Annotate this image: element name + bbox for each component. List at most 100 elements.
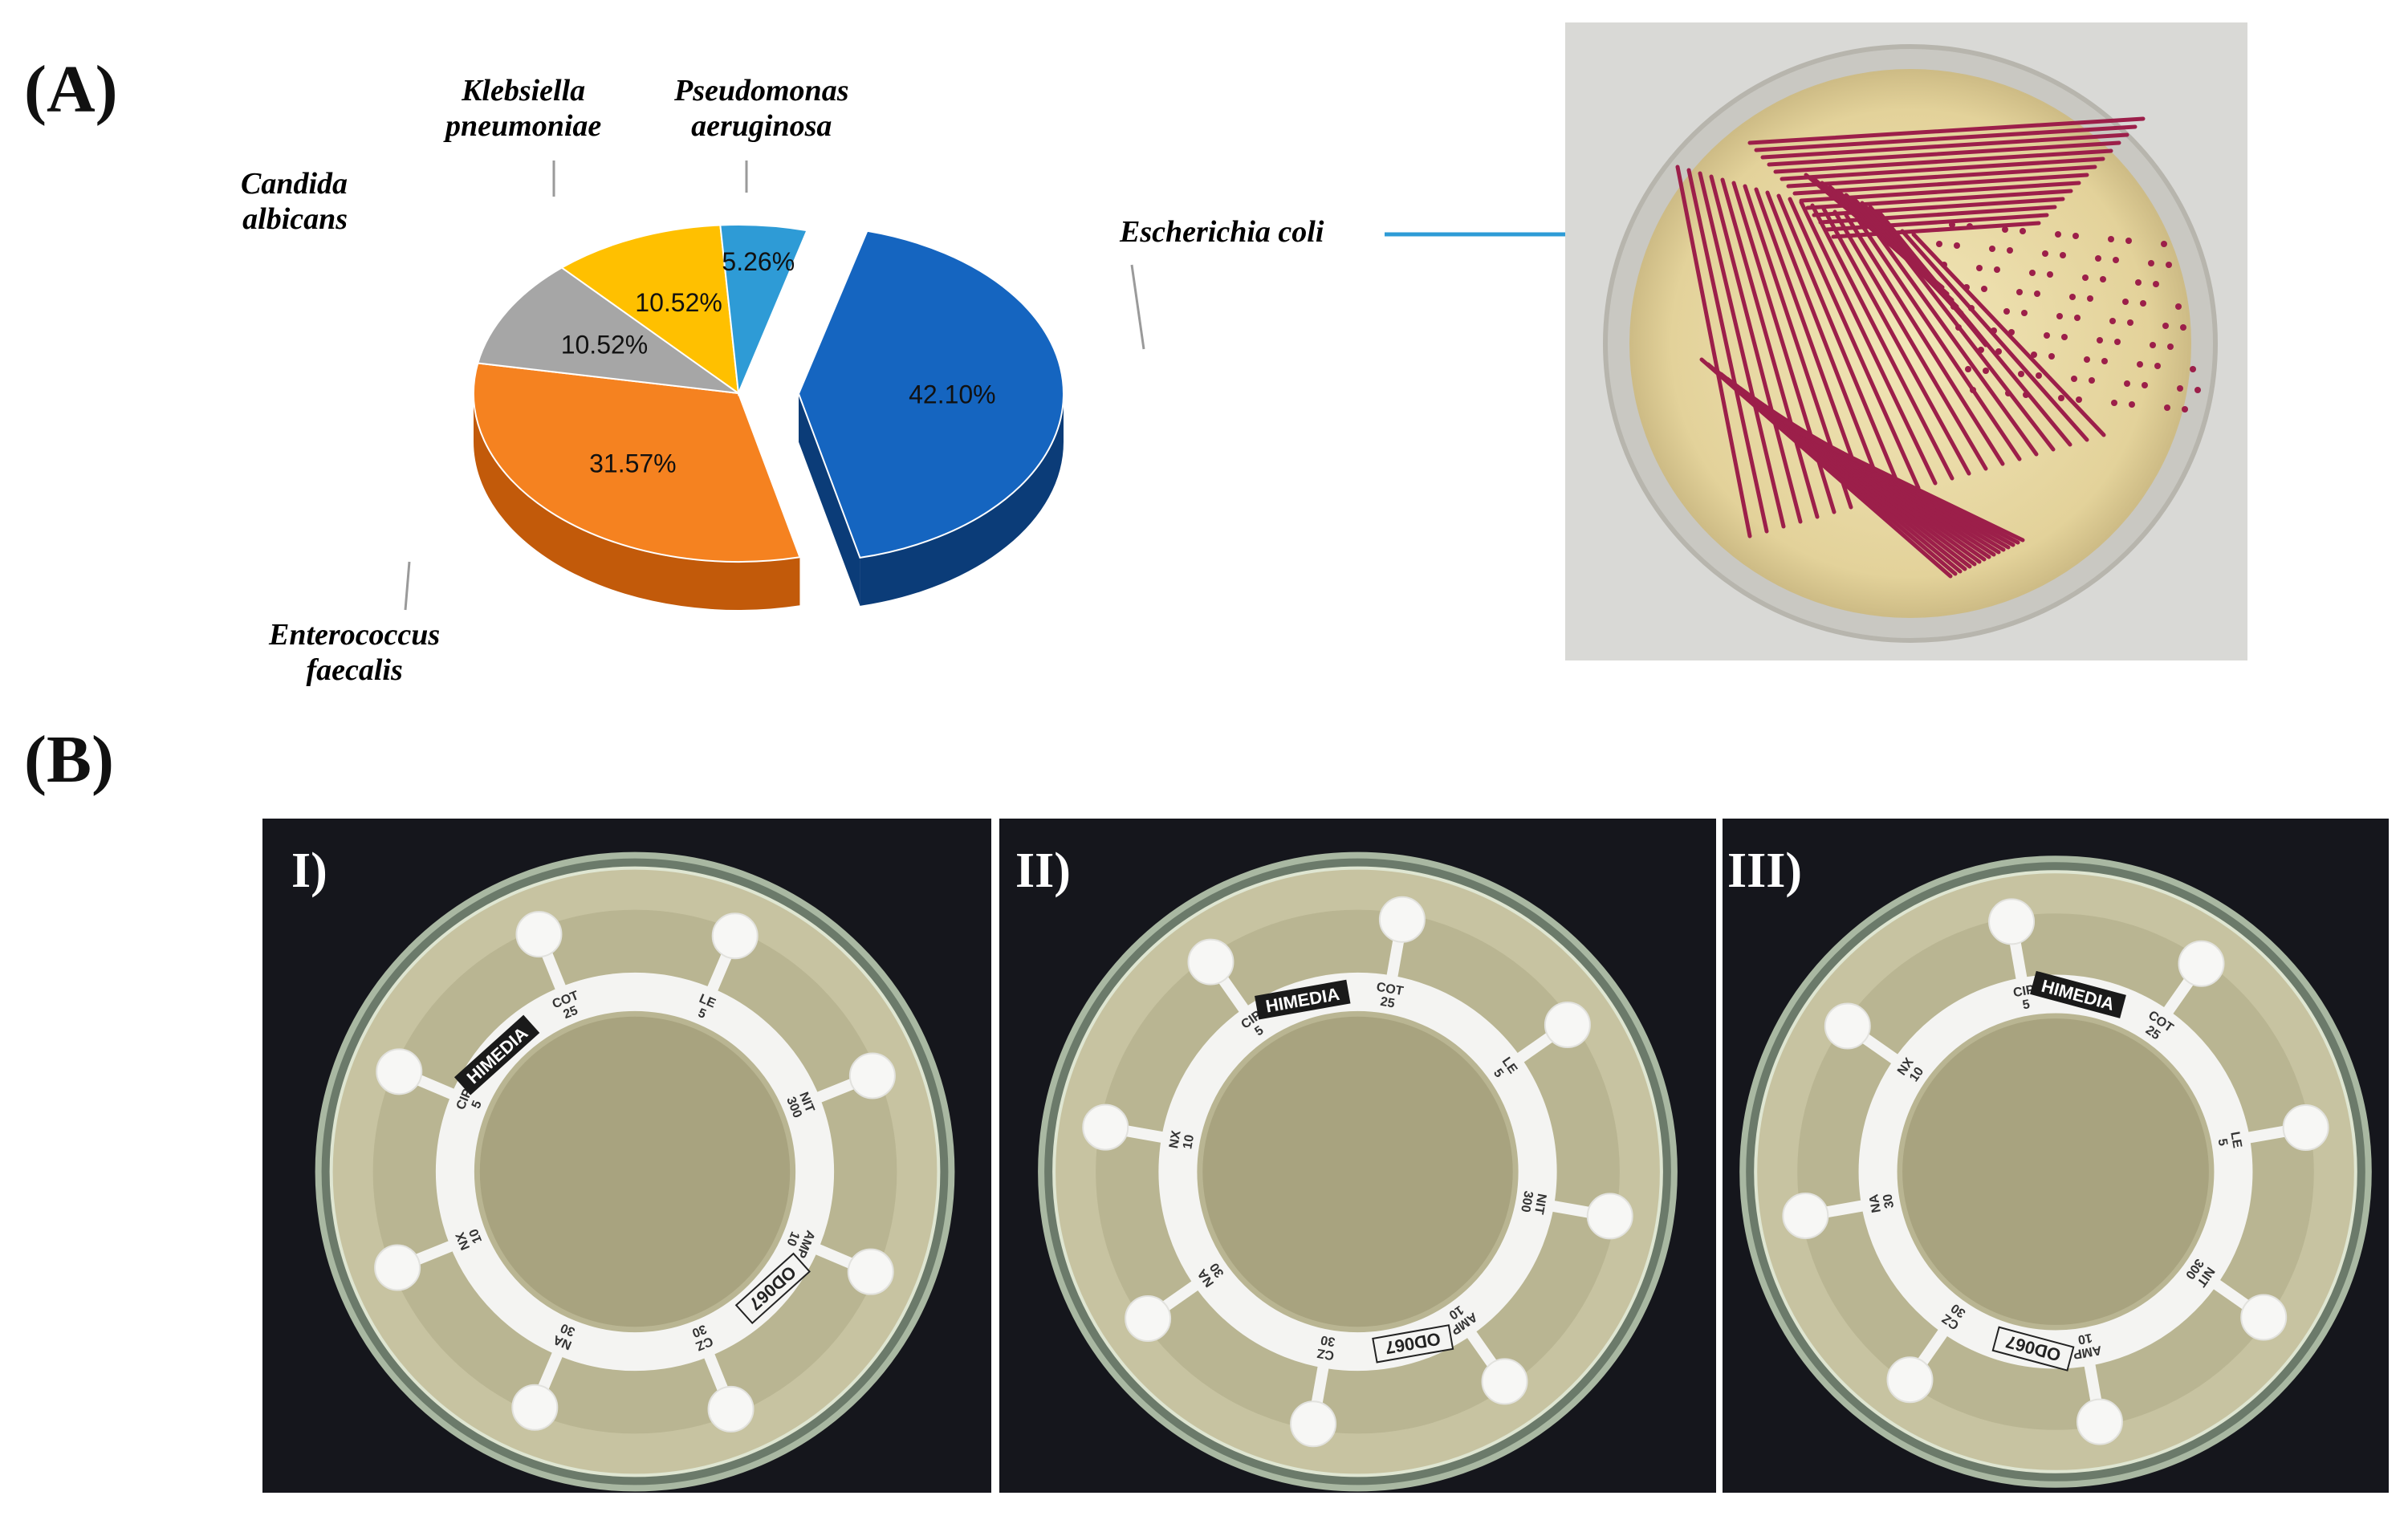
antibiotic-disc	[1187, 938, 1235, 986]
streak-line	[1786, 165, 2097, 189]
colony-dot	[1991, 327, 1997, 334]
colony-dot	[2127, 319, 2133, 326]
pie-slice-label: 42.10%	[909, 380, 996, 408]
colony-dot	[2135, 279, 2142, 286]
antibiotic-disc	[1481, 1358, 1528, 1405]
colony-dot	[2122, 299, 2129, 305]
colony-dot	[2023, 392, 2029, 398]
colony-dot	[2137, 361, 2143, 368]
colony-dot	[2089, 377, 2095, 384]
colony-dot	[1967, 223, 1973, 230]
streak-line	[1876, 209, 1988, 347]
plate-label-2: II)	[1015, 843, 1071, 898]
colony-dot	[2114, 339, 2121, 345]
streak-line	[1760, 132, 2129, 160]
antibiotic-disc	[1125, 1295, 1172, 1343]
colony-dot	[2021, 310, 2028, 316]
antibiotic-disc	[848, 1052, 896, 1099]
colony-dot	[2108, 236, 2114, 242]
colony-dot	[1989, 246, 1995, 252]
colony-dot	[2029, 270, 2036, 276]
colony-dot	[2061, 334, 2068, 340]
colony-dot	[1983, 368, 1989, 374]
colony-dot	[2140, 300, 2146, 307]
colony-dot	[2060, 252, 2066, 258]
streak-line	[1796, 429, 2025, 543]
disc-code-label: NX10	[1167, 1129, 1197, 1152]
colony-dot	[2005, 390, 2011, 396]
streak-line	[1747, 116, 2146, 145]
streak-line	[1720, 177, 1820, 519]
antibiotic-disc	[847, 1248, 894, 1295]
colony-dot	[2069, 294, 2076, 300]
antibiotic-disc	[1378, 896, 1426, 943]
colony-dot	[2164, 404, 2170, 411]
disc-code-label: AMP10	[781, 1223, 817, 1260]
colony-dot	[2101, 358, 2108, 364]
colony-dot	[2190, 366, 2196, 372]
colony-dot	[2150, 342, 2156, 348]
streak-line	[1767, 140, 2121, 167]
streak-line	[1709, 174, 1803, 524]
disc-code-label: CIP5	[2012, 983, 2038, 1014]
colony-dot	[2166, 262, 2172, 268]
pie-slice	[477, 266, 739, 394]
colony-dot	[2180, 324, 2186, 331]
colony-dot	[2003, 308, 2010, 315]
colony-dot	[2153, 281, 2159, 287]
colony-dot	[2162, 323, 2169, 329]
disc-dispenser-ring	[435, 972, 835, 1372]
plate-label-3: III)	[1727, 843, 1803, 898]
streak-line	[1792, 173, 2089, 196]
colony-dot	[1954, 242, 1960, 249]
colony-dot	[2095, 255, 2101, 262]
antibiotic-disc	[1824, 1002, 1871, 1050]
legend-candida-albicans: Candida albicans	[241, 167, 348, 236]
colony-dot	[1949, 221, 1955, 228]
streak-line	[1788, 197, 1921, 490]
antibiotic-disc	[1290, 1400, 1337, 1448]
colony-dot	[1968, 305, 1975, 311]
disc-code-label: LE5	[692, 992, 718, 1023]
colony-dot	[2058, 395, 2064, 401]
colony-dot	[2109, 318, 2116, 324]
antibiotic-disc	[515, 911, 563, 958]
colony-dot	[1995, 348, 2002, 355]
streak-line	[1754, 124, 2138, 152]
legend-escherichia-coli: Escherichia coli	[1120, 215, 1324, 249]
ecoli-plate-photo	[1565, 22, 2247, 660]
colony-dot	[2084, 356, 2090, 363]
streak-line	[1821, 206, 1971, 476]
colony-dot	[1978, 347, 1984, 353]
colony-dot	[1941, 262, 1947, 268]
colony-dot	[2020, 228, 2026, 234]
antibiotic-disc	[1782, 1192, 1829, 1239]
pie-slice	[797, 230, 1064, 559]
colony-dot	[2071, 376, 2077, 382]
streak-line	[1866, 219, 2039, 457]
pie-slice-label: 31.57%	[589, 449, 677, 478]
colony-dot	[2007, 247, 2013, 254]
colony-dot	[1981, 286, 1987, 292]
colony-dot	[2148, 260, 2154, 266]
antibiotic-disc	[1082, 1103, 1129, 1151]
colony-dot	[2125, 238, 2132, 244]
disc-code-label: NIT300	[1518, 1189, 1548, 1215]
colony-dot	[2097, 337, 2103, 343]
plate-label-1: I)	[291, 843, 327, 898]
disc-code-label: AMP10	[2069, 1329, 2102, 1361]
colony-dot	[1994, 266, 2000, 273]
streak-line	[1799, 200, 1938, 486]
colony-dot	[2100, 276, 2106, 282]
colony-dot	[2194, 387, 2201, 393]
antibiotic-disc	[2240, 1294, 2288, 1341]
colony-dot	[2154, 363, 2161, 369]
colony-dot	[1950, 303, 1957, 310]
streak-line	[1686, 168, 1769, 534]
colony-dot	[2018, 371, 2024, 377]
streak-line	[1776, 193, 1904, 495]
pie-slice-side	[860, 393, 1064, 606]
